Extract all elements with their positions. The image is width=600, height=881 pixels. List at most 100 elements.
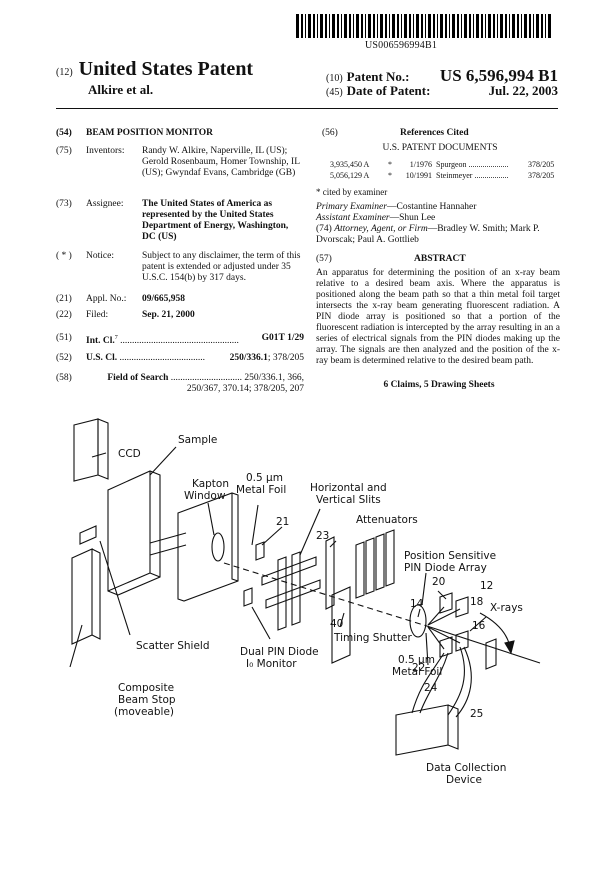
barcode-bar (332, 14, 335, 38)
search-field: (58) Field of Search ...................… (56, 373, 304, 395)
attorney: (74) Attorney, Agent, or Firm—Bradley W.… (316, 224, 562, 246)
primary-examiner-name: —Costantine Hannaher (386, 202, 477, 212)
barcode-bar (353, 14, 354, 38)
notice-code: ( * ) (56, 251, 72, 261)
label-psd-2: PIN Diode Array (404, 562, 487, 574)
barcode-bar (488, 14, 491, 38)
barcode-bar (365, 14, 366, 38)
intcl-field: (51) Int. Cl.7 .........................… (56, 333, 304, 347)
type-index: (12) (56, 67, 73, 78)
date-label: Date of Patent: (346, 83, 431, 98)
patent-title: BEAM POSITION MONITOR (86, 128, 214, 138)
barcode-bar (440, 14, 443, 38)
patent-type-label: United States Patent (78, 58, 254, 80)
attorney-label: Attorney, Agent, or Firm (334, 224, 428, 234)
barcode-bar (385, 14, 387, 38)
patent-number-row: (10)Patent No.: US 6,596,994 B1 (326, 66, 558, 85)
patent-no-index: (10) (326, 73, 343, 84)
barcode-bar (505, 14, 507, 38)
barcode-bar (533, 14, 534, 38)
barcode-bar (317, 14, 318, 38)
barcode-number: US006596994B1 (365, 40, 438, 51)
label-scatter: Scatter Shield (136, 640, 210, 652)
barcode-bar (529, 14, 531, 38)
barcode-bar (457, 14, 459, 38)
barcode-bar (361, 14, 363, 38)
barcode-bar (428, 14, 431, 38)
search-dots: .............................. (168, 373, 242, 383)
abstract-heading: (57) ABSTRACT (316, 254, 562, 264)
barcode-bar (461, 14, 462, 38)
barcode-bar (305, 14, 306, 38)
abstract-title: ABSTRACT (414, 254, 466, 264)
appl-code: (21) (56, 294, 72, 304)
barcode-bar (404, 14, 407, 38)
barcode-bar (473, 14, 474, 38)
inventors-label: Inventors: (86, 146, 125, 156)
intcl-label: Int. Cl. (86, 336, 115, 347)
patent-type: (12) United States Patent (56, 58, 253, 81)
claims-sheets: 6 Claims, 5 Drawing Sheets (383, 380, 495, 390)
appl-label: Appl. No.: (86, 294, 127, 304)
barcode-bar (548, 14, 551, 38)
barcode-bar (541, 14, 543, 38)
barcode-bar (421, 14, 423, 38)
date-index: (45) (326, 87, 343, 98)
ref-star: * (388, 160, 392, 169)
label-foil2-1: 0.5 µm (398, 654, 435, 666)
kapton-window-plate (177, 492, 239, 602)
label-sample: Sample (178, 434, 217, 446)
barcode-bar (341, 14, 342, 38)
barcode-bar (469, 14, 471, 38)
label-18: 18 (470, 596, 483, 608)
attenuator (355, 541, 365, 599)
intcl-code: (51) (56, 333, 72, 343)
barcode-bar (401, 14, 402, 38)
horizontal-slits (261, 556, 317, 586)
barcode-bar (416, 14, 419, 38)
ccd-box (73, 418, 99, 482)
notice-value: Subject to any disclaimer, the term of t… (142, 251, 301, 283)
barcode (296, 14, 551, 38)
reference-row: 5,056,129 A * 10/1991 Steinmeyer .......… (330, 171, 558, 180)
label-xrays: X-rays (490, 602, 523, 614)
barcode-bar (397, 14, 399, 38)
inventors-value: Randy W. Alkire, Naperville, IL (US); Ge… (142, 146, 300, 178)
label-foil-2: Metal Foil (236, 484, 286, 496)
inventors-field: (75) Inventors: Randy W. Alkire, Napervi… (56, 146, 304, 179)
pin-diode-18 (455, 596, 469, 618)
assistant-examiner-label: Assistant Examiner (316, 213, 390, 223)
ref-class: 378/205 (528, 171, 555, 180)
search-code: (58) (56, 373, 72, 383)
barcode-bar (524, 14, 527, 38)
inventors-short: Alkire et al. (88, 82, 154, 97)
barcode-bar (373, 14, 375, 38)
assistant-examiner: Assistant Examiner—Shun Lee (316, 213, 562, 224)
barcode-bar (425, 14, 426, 38)
references-code: (56) (322, 128, 338, 138)
barcode-bar (380, 14, 383, 38)
abstract-text: An apparatus for determining the positio… (316, 268, 560, 366)
barcode-bar (368, 14, 371, 38)
data-collection-device (395, 704, 449, 756)
ref-dots: .................... (466, 160, 509, 169)
barcode-bar (337, 14, 339, 38)
barcode-bar (509, 14, 510, 38)
title-code: (54) (56, 128, 72, 138)
reference-row: 3,935,450 A * 1/1976 Spurgeon ..........… (330, 160, 558, 169)
barcode-bar (485, 14, 486, 38)
uscl-code: (52) (56, 353, 72, 363)
label-40: 40 (330, 618, 343, 630)
uscl-value: 250/336.1 (229, 353, 268, 363)
cable (411, 652, 445, 714)
label-ccd: CCD (118, 448, 141, 460)
us-patent-documents-heading: U.S. PATENT DOCUMENTS (382, 143, 498, 153)
uscl-label: U.S. Cl. (86, 353, 118, 363)
assistant-examiner-name: —Shun Lee (389, 213, 436, 223)
attorney-code: (74) (316, 224, 332, 234)
label-slits-1: Horizontal and (310, 482, 387, 494)
label-21: 21 (276, 516, 289, 528)
barcode-bar (433, 14, 435, 38)
intcl-sup: 7 (114, 335, 118, 341)
filed-field: (22) Filed: Sep. 21, 2000 (56, 310, 304, 321)
